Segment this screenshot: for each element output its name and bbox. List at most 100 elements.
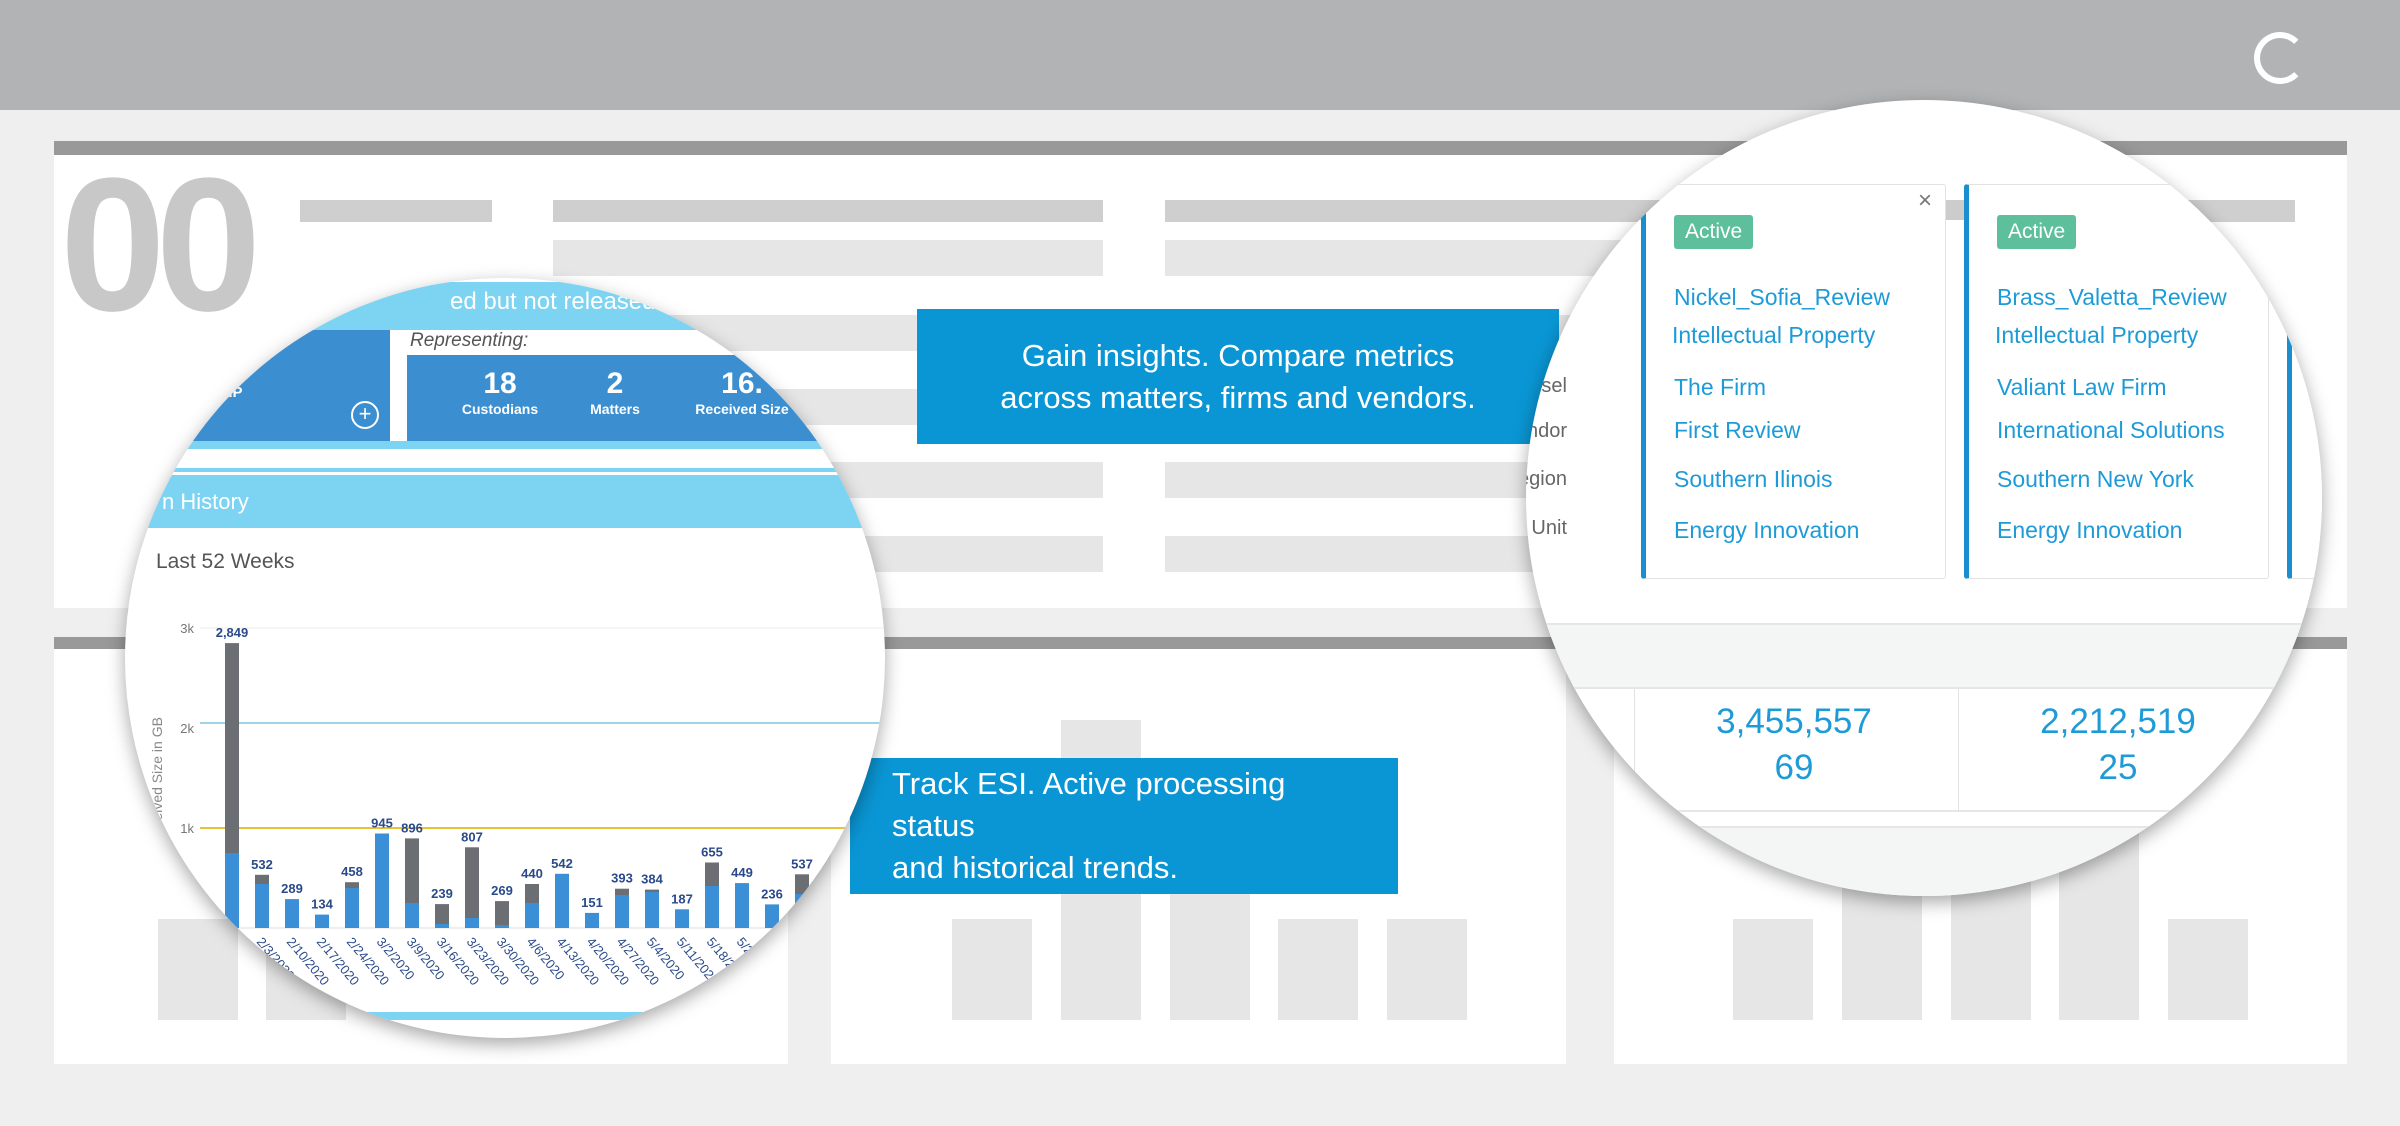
counsel[interactable]: The Firm bbox=[1674, 374, 1766, 400]
bar-processed bbox=[285, 899, 299, 928]
bar-unprocessed bbox=[405, 838, 419, 903]
metrics-row bbox=[1526, 689, 2322, 812]
bar-processed bbox=[795, 894, 809, 928]
data-label: 393 bbox=[611, 871, 633, 886]
placeholder-block bbox=[1842, 873, 1922, 1020]
history-header[interactable]: n History bbox=[125, 472, 885, 528]
bar-unprocessed bbox=[495, 901, 509, 925]
bar-processed bbox=[345, 888, 359, 928]
banner: ed but not released in r bbox=[125, 282, 885, 330]
callout-line: and historical trends. bbox=[892, 850, 1179, 885]
bar-processed bbox=[375, 833, 389, 928]
divider-band bbox=[125, 441, 885, 449]
bar-unprocessed bbox=[705, 862, 719, 886]
metric-primary: 2,212,519 bbox=[2040, 702, 2196, 741]
region: Southern Ilinois bbox=[1674, 466, 1833, 492]
data-label: 542 bbox=[551, 856, 573, 871]
close-icon[interactable]: × bbox=[1918, 187, 1933, 214]
data-label: 440 bbox=[521, 866, 543, 881]
region: Southern New York bbox=[1997, 466, 2194, 492]
placeholder-block bbox=[2168, 919, 2248, 1020]
data-label: 384 bbox=[641, 872, 663, 887]
stat-value: 18 bbox=[483, 367, 517, 400]
bar-processed bbox=[645, 892, 659, 928]
x-tick-label: 6 bbox=[764, 934, 780, 949]
stat-label: Received Size bbox=[695, 401, 789, 417]
matter-name[interactable]: Brass_Valetta_Review bbox=[1997, 284, 2227, 310]
data-label: 134 bbox=[311, 897, 333, 912]
stat-received-size: 16.Received Size bbox=[682, 367, 802, 419]
callout-line: Track ESI. Active processing status bbox=[892, 766, 1286, 843]
bar-processed bbox=[525, 903, 539, 928]
vendor[interactable]: First Review bbox=[1674, 417, 1801, 443]
add-icon[interactable]: + bbox=[351, 401, 379, 429]
business-unit: Energy Innovation bbox=[1674, 517, 1860, 543]
metrics-header bbox=[1526, 623, 2322, 689]
bar-unprocessed bbox=[645, 889, 659, 892]
right-zoom-lens: Counsel Vendor Region Business Unit × Ac… bbox=[1526, 100, 2322, 896]
matter-name[interactable]: Nickel_Sofia_Review bbox=[1674, 284, 1891, 310]
bar-processed bbox=[585, 912, 599, 928]
bar-processed bbox=[405, 903, 419, 928]
bar-processed bbox=[735, 883, 749, 928]
data-label: 2,849 bbox=[216, 625, 249, 640]
bar-processed bbox=[465, 918, 479, 928]
placeholder-block bbox=[300, 200, 492, 222]
y-tick-label: 1k bbox=[180, 821, 194, 836]
row-label-unit: Business Unit bbox=[1526, 517, 1567, 539]
bar-unprocessed bbox=[525, 884, 539, 903]
y-axis-title: Total Received Size in GB bbox=[149, 717, 165, 879]
matter-card[interactable]: Active Brass_Valetta_Review Intellectual… bbox=[1964, 184, 2269, 579]
bar-processed bbox=[495, 925, 509, 928]
footer-band bbox=[125, 1012, 885, 1020]
bar-processed bbox=[435, 924, 449, 928]
data-label: 289 bbox=[281, 881, 303, 896]
placeholder-block bbox=[158, 919, 238, 1020]
cell-divider bbox=[1958, 689, 1959, 812]
data-label: 945 bbox=[371, 816, 393, 831]
data-label: 269 bbox=[491, 883, 513, 898]
matter-type: Intellectual Property bbox=[1672, 322, 1876, 348]
vendor[interactable]: International Solutions bbox=[1997, 417, 2225, 443]
x-tick-label: 5/2 bbox=[734, 934, 757, 957]
track-callout: Track ESI. Active processing status and … bbox=[850, 758, 1398, 894]
bar-unprocessed bbox=[225, 643, 239, 853]
bar-unprocessed bbox=[345, 882, 359, 888]
bar-unprocessed bbox=[825, 892, 839, 898]
cell-divider bbox=[1634, 689, 1635, 812]
data-label: 655 bbox=[701, 845, 723, 860]
data-label: 532 bbox=[251, 857, 273, 872]
bar-unprocessed bbox=[255, 874, 269, 884]
placeholder-block bbox=[1733, 919, 1813, 1020]
ip-card-label: ches IP bbox=[190, 384, 243, 401]
bar-processed bbox=[225, 853, 239, 928]
placeholder-block bbox=[553, 200, 1103, 222]
matter-card-partial[interactable] bbox=[2287, 280, 2322, 579]
y-tick-label: 2k bbox=[180, 721, 194, 736]
refresh-icon[interactable] bbox=[2254, 32, 2306, 84]
bar-unprocessed bbox=[615, 888, 629, 895]
bar-processed bbox=[765, 904, 779, 928]
callout-line: Gain insights. Compare metrics bbox=[1021, 337, 1455, 373]
stat-value: 2 bbox=[606, 367, 624, 400]
ip-card[interactable]: ches IP + bbox=[125, 330, 390, 441]
placeholder-block bbox=[952, 919, 1032, 1020]
business-unit: Energy Innovation bbox=[1997, 517, 2183, 543]
row-label-region: Region bbox=[1526, 468, 1567, 490]
matter-card[interactable]: × Active Nickel_Sofia_Review Intellectua… bbox=[1641, 184, 1946, 579]
left-zoom-lens: ed but not released in r ches IP + Repre… bbox=[125, 278, 885, 1038]
y-tick-label: 3k bbox=[180, 621, 194, 636]
data-label: 807 bbox=[461, 829, 483, 844]
status-badge: Active bbox=[1674, 215, 1754, 249]
bar-processed bbox=[315, 914, 329, 928]
bar-processed bbox=[825, 898, 839, 928]
stat-value: 16. bbox=[721, 367, 763, 400]
stat-label: Matters bbox=[590, 401, 640, 417]
counsel[interactable]: Valiant Law Firm bbox=[1997, 374, 2167, 400]
bar-processed bbox=[255, 884, 269, 928]
stat-label: Custodians bbox=[461, 401, 539, 417]
